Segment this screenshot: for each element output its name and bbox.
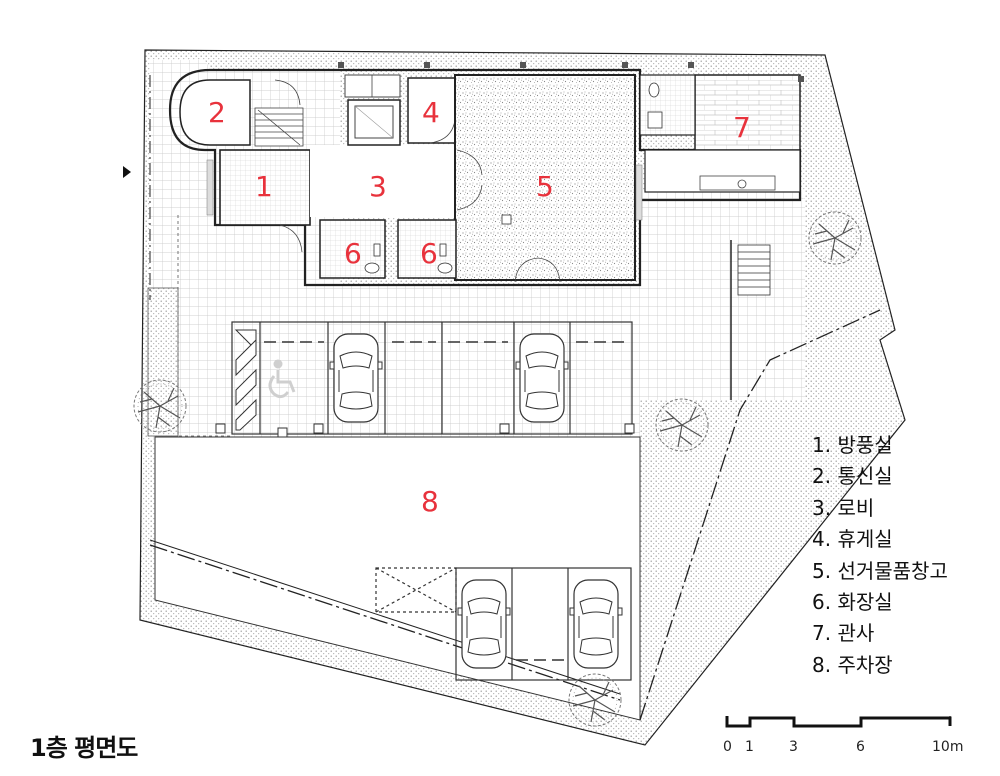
room-number: 3	[369, 170, 387, 203]
room-5	[454, 74, 636, 281]
entrance-arrow-icon	[123, 166, 131, 178]
scale-bar	[725, 716, 952, 728]
room-number: 5	[536, 170, 554, 203]
room-4	[407, 77, 457, 144]
scale-label: 1	[745, 739, 754, 755]
building	[168, 68, 802, 287]
room-number: 4	[422, 96, 440, 129]
legend-item: 1. 방풍실	[812, 433, 893, 457]
plan-title: 1층 평면도	[30, 734, 138, 762]
legend-item: 5. 선거물품창고	[812, 558, 948, 583]
room-2	[179, 79, 251, 146]
room-number: 6	[420, 237, 438, 270]
legend-item: 2. 통신실	[812, 464, 893, 489]
room-7	[694, 74, 801, 151]
accessible-parking-icon	[268, 359, 296, 399]
parking-bays-upper	[231, 321, 633, 435]
car-icon	[515, 333, 569, 423]
stair-icon	[254, 107, 304, 147]
car-icon	[569, 579, 623, 669]
toilet-icon	[364, 243, 453, 274]
car-icon	[329, 333, 383, 423]
legend-item: 7. 관사	[812, 621, 875, 646]
legend-item: 4. 휴게실	[812, 527, 893, 552]
planting-strip	[147, 287, 179, 437]
room-number: 7	[733, 111, 751, 144]
parking-bays-lower	[375, 567, 632, 681]
room-number: 6	[344, 237, 362, 270]
exterior-stair	[730, 240, 771, 400]
scale-label: 3	[789, 739, 798, 755]
scale-label: 6	[856, 739, 865, 755]
legend-item: 6. 화장실	[812, 590, 893, 615]
elevator-icon	[344, 74, 401, 146]
room-number: 1	[255, 170, 273, 203]
legend-item: 3. 로비	[812, 495, 875, 520]
room-3	[310, 145, 455, 217]
room-number: 8	[421, 485, 439, 518]
scale-label: 10m	[932, 739, 963, 755]
room-1	[219, 149, 311, 226]
room-number: 2	[208, 96, 226, 129]
car-icon	[457, 579, 511, 669]
site-boundary-line	[149, 309, 881, 721]
accessible-hatch	[234, 329, 257, 431]
legend-item: 8. 주차장	[812, 652, 893, 677]
scale-label: 0	[723, 739, 732, 755]
room-legend: 1. 방풍실 2. 통신실 3. 로비 4. 휴게실 5. 선거물품창고 6. …	[812, 430, 948, 681]
